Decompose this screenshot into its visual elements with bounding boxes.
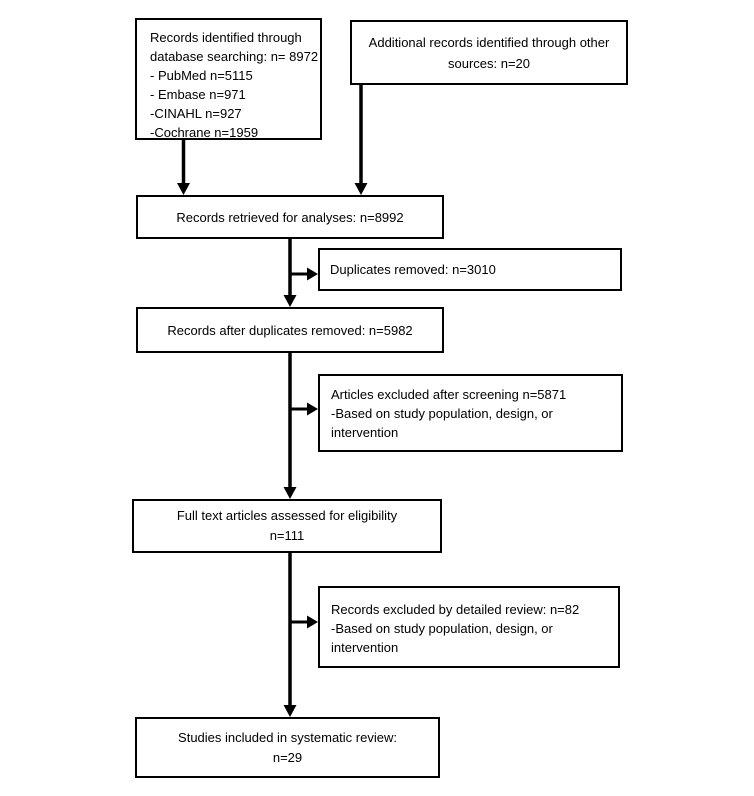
arrow-branch-duplicates-removed [288, 267, 318, 281]
text-line: Records identified through [150, 30, 302, 45]
text-line: Additional records identified through ot… [368, 34, 610, 50]
text-line: Records retrieved for analyses: n=8992 [176, 209, 404, 225]
box-studies-included: Studies included in systematic review: n=… [135, 717, 440, 778]
text-line: Full text articles assessed for eligibil… [176, 508, 398, 523]
arrow-after-duplicates-to-fulltext [283, 353, 297, 499]
box-records-identified: Records identified through database searc… [135, 18, 322, 140]
arrow-retrieved-to-after-duplicates [283, 239, 297, 307]
text-line: -Based on study population, design, or [331, 621, 553, 636]
box-fulltext-assessed: Full text articles assessed for eligibil… [132, 499, 442, 553]
box-records-retrieved: Records retrieved for analyses: n=8992 [136, 195, 444, 239]
text-line: Articles excluded after screening n=5871 [331, 387, 567, 402]
text-line: Records after duplicates removed: n=5982 [167, 322, 413, 338]
text-line: -CINAHL n=927 [150, 106, 242, 121]
text-line: -Cochrane n=1959 [150, 125, 259, 140]
box-records-excluded-review: Records excluded by detailed review: n=8… [318, 586, 620, 668]
box-records-after-duplicates: Records after duplicates removed: n=5982 [136, 307, 444, 353]
text-line: - Embase n=971 [150, 87, 246, 102]
arrow-branch-excluded-screening [288, 402, 318, 416]
text-line: intervention [331, 640, 399, 655]
box-duplicates-removed: Duplicates removed: n=3010 [318, 248, 622, 291]
text-line: - PubMed n=5115 [150, 68, 253, 83]
box-articles-excluded-screening: Articles excluded after screening n=5871… [318, 374, 623, 452]
text-line: n=111 [269, 528, 305, 543]
arrow-fulltext-to-included [283, 553, 297, 717]
text-line: intervention [331, 425, 399, 440]
text-line: Records excluded by detailed review: n=8… [331, 602, 580, 617]
text-line: sources: n=20 [447, 55, 531, 71]
text-line: Duplicates removed: n=3010 [330, 262, 496, 277]
arrow-additional-to-retrieved [354, 85, 368, 195]
arrow-identified-to-retrieved [177, 140, 190, 195]
text-line: n=29 [272, 749, 303, 765]
text-line: -Based on study population, design, or [331, 406, 553, 421]
arrow-branch-excluded-review [288, 615, 318, 629]
text-line: database searching: n= 8972 [150, 49, 319, 64]
box-additional-records: Additional records identified through ot… [350, 20, 628, 85]
text-line: Studies included in systematic review: [178, 729, 397, 745]
